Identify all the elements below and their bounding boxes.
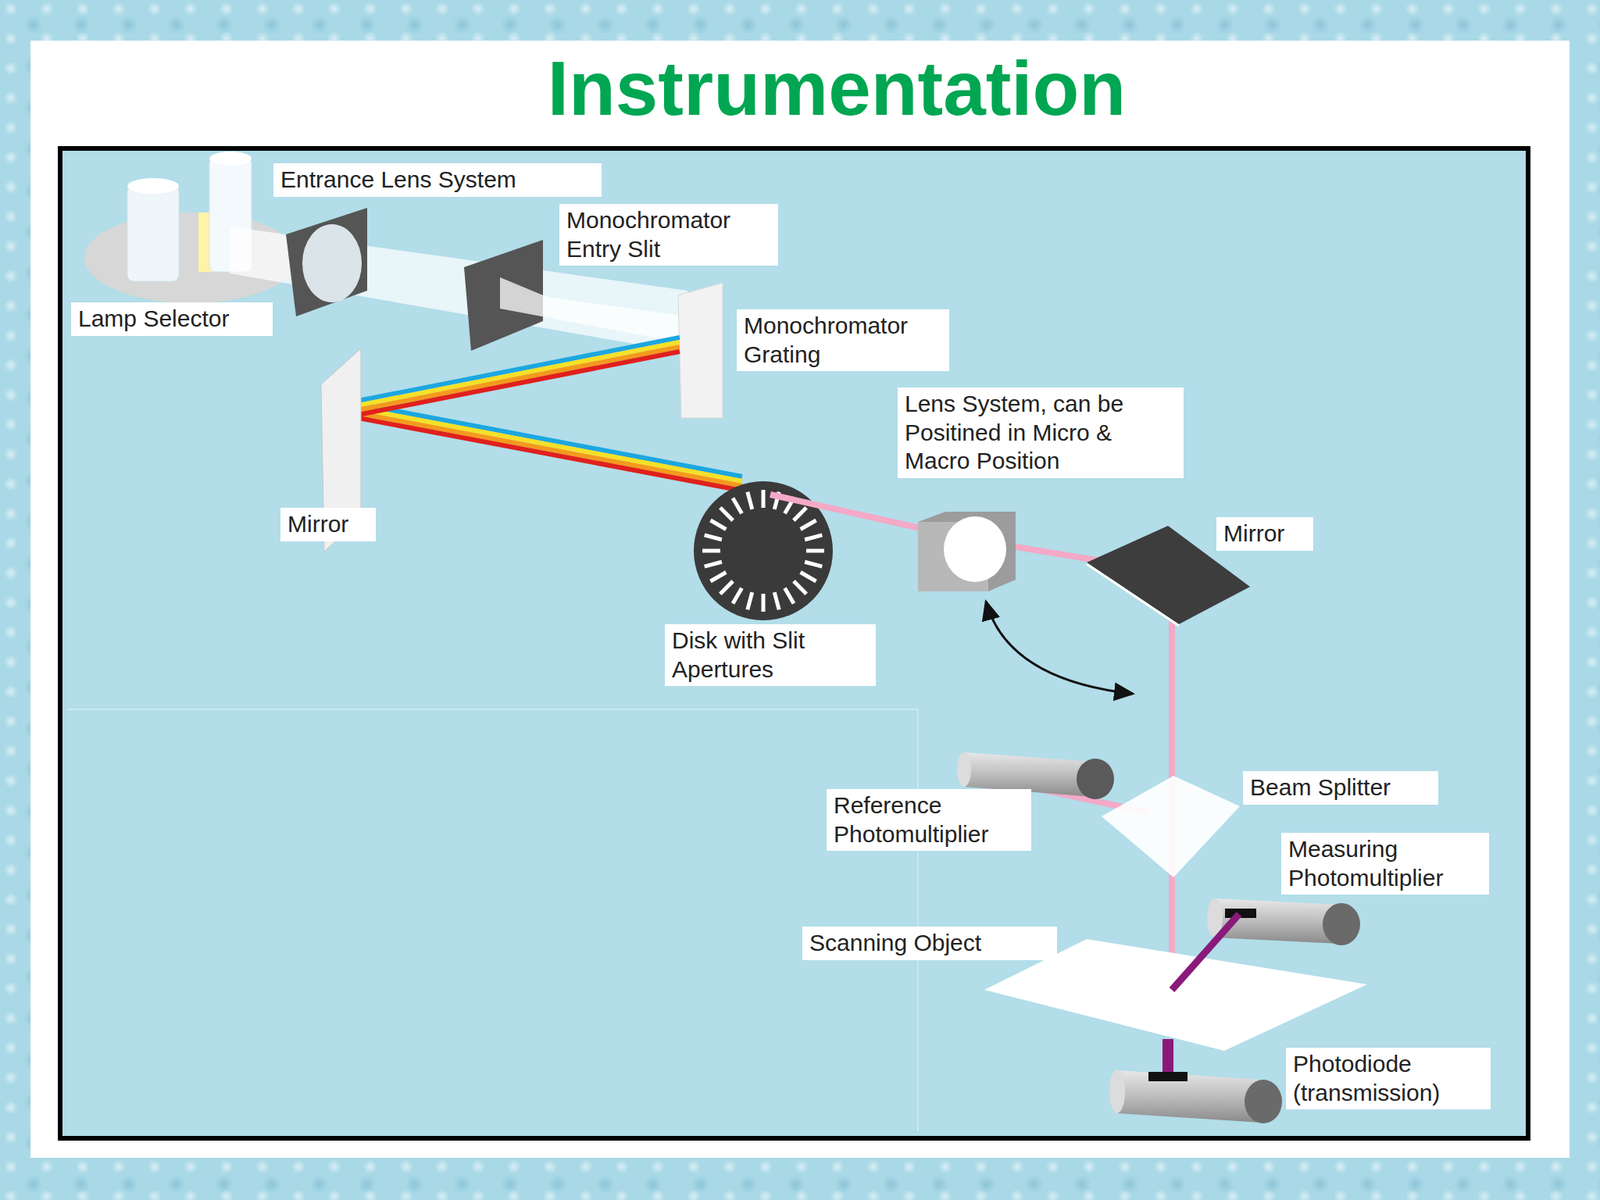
part-label: Monochromator Grating bbox=[736, 309, 950, 372]
transmitted-beam bbox=[1162, 1039, 1174, 1077]
slit-aperture bbox=[747, 492, 753, 510]
part-label: Disk with Slit Apertures bbox=[664, 624, 876, 686]
part-label: Lens System, can be Positined in Micro &… bbox=[897, 387, 1184, 479]
part-label: Reference Photomultiplier bbox=[826, 789, 1032, 851]
part-label: Scanning Object bbox=[802, 926, 1058, 961]
tube-aperture bbox=[1148, 1071, 1188, 1082]
part-label: Photodiode (transmission) bbox=[1285, 1047, 1491, 1110]
beam-splitter bbox=[1101, 775, 1240, 878]
mirror-edge bbox=[1086, 564, 1179, 626]
slit-aperture bbox=[720, 507, 733, 521]
label-text: Mirror bbox=[1223, 519, 1307, 549]
label-text: Mirror bbox=[287, 510, 369, 540]
entrance-lens bbox=[302, 224, 362, 303]
part-label: Mirror bbox=[1216, 517, 1314, 551]
label-text: Monochromator Grating bbox=[743, 311, 943, 369]
slit-apertures bbox=[702, 489, 825, 612]
entrance-lens-plate bbox=[285, 207, 368, 317]
label-text: Entrance Lens System bbox=[280, 165, 595, 195]
light-beam bbox=[500, 277, 688, 344]
part-label: Beam Splitter bbox=[1242, 771, 1439, 805]
spectrum-ray bbox=[350, 351, 743, 491]
slit-aperture bbox=[710, 520, 726, 530]
slit-aperture bbox=[806, 549, 825, 554]
slit-aperture bbox=[704, 561, 722, 567]
lens bbox=[943, 516, 1007, 583]
slit-aperture bbox=[804, 561, 822, 567]
slit-aperture bbox=[804, 535, 822, 540]
slit-aperture bbox=[747, 592, 753, 610]
slit-aperture bbox=[702, 549, 721, 554]
label-text: Reference Photomultiplier bbox=[833, 791, 1025, 849]
movement-arrow bbox=[985, 601, 1133, 694]
lamp-top bbox=[127, 178, 179, 194]
reflected-beam bbox=[1171, 914, 1240, 990]
slide-title: Instrumentation bbox=[446, 48, 1228, 129]
label-text: Scanning Object bbox=[809, 928, 1050, 958]
slit-aperture bbox=[800, 520, 817, 530]
photodiode bbox=[1117, 1070, 1262, 1123]
part-label: Mirror bbox=[280, 507, 376, 542]
part-label: Lamp Selector bbox=[71, 302, 273, 336]
slit-aperture bbox=[720, 581, 733, 594]
label-text: Beam Splitter bbox=[1250, 773, 1432, 803]
label-text: Photodiode (transmission) bbox=[1292, 1050, 1484, 1108]
label-text: Lamp Selector bbox=[78, 304, 266, 334]
part-label: Monochromator Entry Slit bbox=[559, 203, 779, 266]
spectrum-ray bbox=[350, 342, 743, 482]
grating bbox=[678, 282, 723, 418]
tube-end bbox=[957, 752, 972, 787]
slit-aperture bbox=[732, 588, 743, 604]
part-label: Entrance Lens System bbox=[273, 163, 602, 197]
lens-housing bbox=[917, 511, 1016, 592]
tube-window bbox=[1244, 1079, 1283, 1124]
slit-aperture bbox=[732, 497, 743, 514]
spectrum-rays bbox=[350, 337, 743, 491]
slit-aperture bbox=[710, 572, 726, 583]
tube-window bbox=[1076, 758, 1115, 800]
slit-aperture bbox=[800, 572, 817, 583]
divider-line bbox=[67, 709, 918, 1132]
slit-aperture bbox=[793, 507, 807, 521]
label-text: Monochromator Entry Slit bbox=[566, 206, 772, 264]
lamp bbox=[127, 185, 179, 282]
part-label: Measuring Photomultiplier bbox=[1281, 832, 1490, 895]
slit-aperture bbox=[793, 581, 807, 594]
slit-aperture bbox=[774, 592, 779, 610]
slit-aperture bbox=[785, 588, 795, 604]
tube-window bbox=[1322, 903, 1361, 946]
label-text: Measuring Photomultiplier bbox=[1288, 835, 1483, 893]
slit-aperture bbox=[761, 489, 766, 508]
slit-aperture bbox=[704, 535, 722, 540]
label-text: Lens System, can be Positined in Micro &… bbox=[904, 389, 1177, 476]
tube-end bbox=[1109, 1069, 1125, 1114]
label-text: Disk with Slit Apertures bbox=[671, 626, 869, 684]
lamp-top bbox=[209, 151, 252, 166]
spectrum-ray bbox=[350, 346, 743, 486]
slit-aperture bbox=[761, 593, 766, 612]
